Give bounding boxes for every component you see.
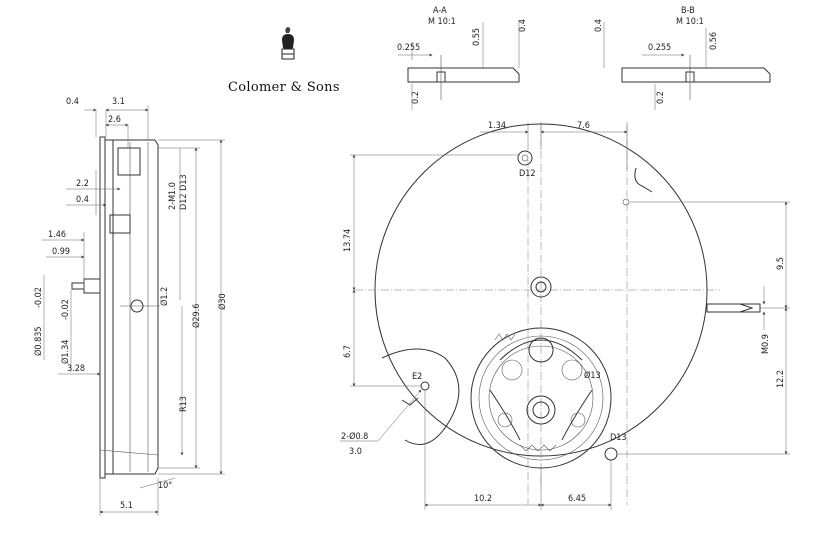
front-dim-645: 6.45 bbox=[568, 494, 586, 504]
bb-dim-056: 0.56 bbox=[709, 32, 719, 50]
side-dim-22: 2.2 bbox=[76, 179, 89, 189]
side-view: 0.4 3.1 2.6 2-M1.0 D12 D13 2.2 0.4 1.46 … bbox=[33, 97, 228, 516]
section-bb-title: B-B bbox=[681, 6, 695, 16]
front-dim-134: 1.34 bbox=[488, 121, 506, 131]
aa-dim-02: 0.2 bbox=[411, 91, 421, 104]
front-label-depth30: 3.0 bbox=[349, 447, 362, 457]
bb-dim-02: 0.2 bbox=[656, 91, 666, 104]
side-dim-m10: 2-M1.0 bbox=[168, 182, 178, 210]
front-label-phi08: 2-Ø0.8 bbox=[341, 431, 368, 442]
side-dim-31: 3.1 bbox=[112, 97, 125, 107]
aa-dim-04: 0.4 bbox=[518, 19, 528, 32]
side-dim-26: 2.6 bbox=[108, 115, 121, 125]
tourbillon-cage bbox=[470, 327, 612, 469]
front-label-e2: E2 bbox=[412, 372, 422, 382]
front-label-d12: D12 bbox=[519, 169, 536, 179]
front-dim-95: 9.5 bbox=[776, 257, 786, 270]
aa-dim-055: 0.55 bbox=[472, 28, 482, 46]
bb-dim-0255: 0.255 bbox=[648, 43, 671, 53]
brand-name: Colomer & Sons bbox=[228, 80, 340, 95]
front-dim-67: 6.7 bbox=[343, 345, 353, 358]
side-dim-phi134: Ø1.34 bbox=[60, 340, 71, 364]
front-dim-122: 12.2 bbox=[776, 370, 786, 388]
section-aa-title: A-A bbox=[433, 6, 447, 16]
aa-dim-0255: 0.255 bbox=[397, 43, 420, 53]
side-dim-51: 5.1 bbox=[120, 501, 133, 511]
section-aa-scale: M 10:1 bbox=[428, 17, 456, 27]
side-dim-phi296: Ø29.6 bbox=[191, 304, 202, 328]
side-dim-phi30: Ø30 bbox=[217, 293, 228, 310]
front-dim-76: 7.6 bbox=[577, 121, 590, 131]
front-view: D12 E2 Ø13 D13 bbox=[340, 121, 790, 510]
front-dim-m09: M0.9 bbox=[761, 334, 771, 354]
crest-bell-icon bbox=[281, 27, 295, 60]
side-dim-angle10: 10° bbox=[158, 481, 172, 491]
side-dim-328: 3.28 bbox=[67, 364, 85, 374]
section-aa-view: A-A M 10:1 0.255 0.55 0.4 0.2 bbox=[397, 6, 528, 110]
side-tol-0835: -0.02 bbox=[34, 287, 44, 308]
bb-dim-04: 0.4 bbox=[594, 19, 604, 32]
front-label-d13: D13 bbox=[610, 433, 627, 443]
front-dim-102: 10.2 bbox=[474, 494, 492, 504]
side-dim-phi12: Ø1.2 bbox=[159, 287, 170, 306]
side-dim-04b: 0.4 bbox=[76, 195, 89, 205]
side-dim-099: 0.99 bbox=[52, 247, 70, 257]
section-bb-scale: M 10:1 bbox=[676, 17, 704, 27]
front-label-phi13: Ø13 bbox=[584, 370, 601, 381]
side-dim-146: 1.46 bbox=[48, 230, 66, 240]
side-tol-134: -0.02 bbox=[61, 299, 71, 320]
brand-logo: Colomer & Sons bbox=[228, 27, 340, 95]
front-dim-1374: 13.74 bbox=[343, 229, 353, 252]
side-dim-d12d13: D12 D13 bbox=[179, 174, 189, 210]
section-bb-view: B-B M 10:1 0.255 0.56 0.4 0.2 bbox=[594, 6, 771, 110]
side-dim-04: 0.4 bbox=[66, 97, 79, 107]
side-dim-phi0835: Ø0.835 bbox=[33, 326, 44, 356]
side-dim-r13: R13 bbox=[179, 396, 189, 412]
